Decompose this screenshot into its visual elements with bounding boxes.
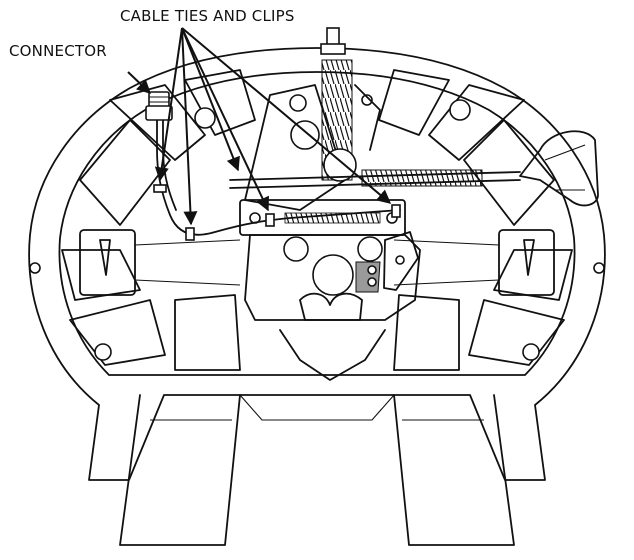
right-ribs: [378, 69, 605, 371]
connector-label: CONNECTOR: [9, 42, 107, 60]
arrow-clip-1: [154, 27, 183, 182]
cable-ties-label: CABLE TIES AND CLIPS: [120, 7, 295, 25]
arrow-clip-4: [181, 27, 269, 212]
lock-mechanism: [229, 27, 599, 381]
label-arrows: [127, 27, 392, 226]
arrow-connector: [127, 71, 152, 94]
arrow-clip-5: [181, 27, 392, 204]
fifth-wheel-plate: [28, 47, 606, 546]
left-ribs: [29, 69, 256, 371]
arrow-clip-3: [181, 27, 240, 172]
side-brackets: [79, 229, 555, 296]
arrow-clip-2: [181, 27, 198, 226]
